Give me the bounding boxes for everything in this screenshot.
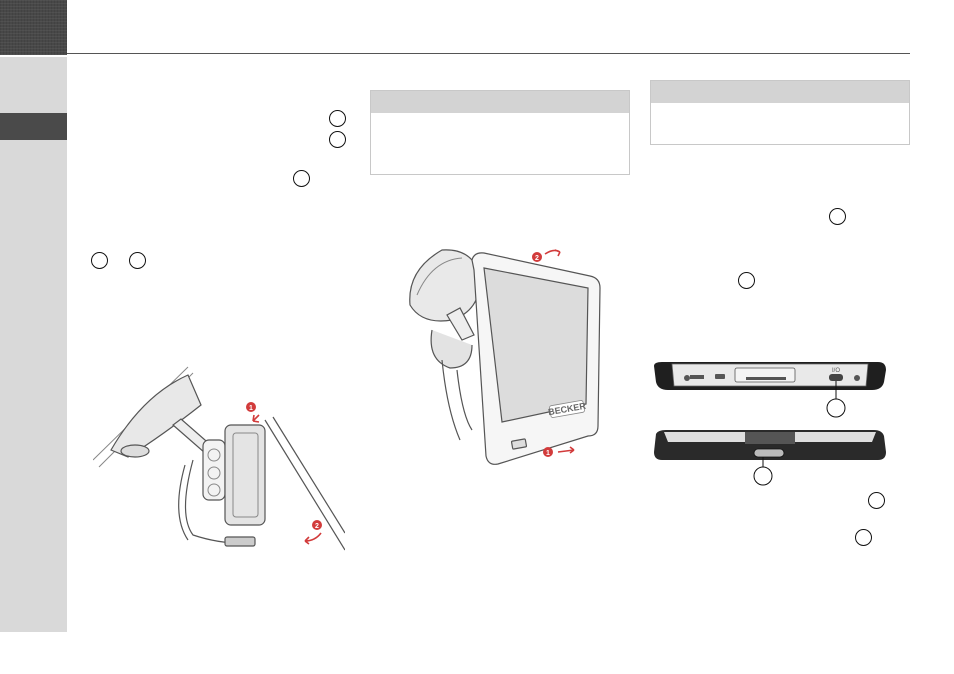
callout-marker [329, 110, 346, 127]
callout-marker [91, 252, 108, 269]
callout-marker [868, 492, 885, 509]
side-tab-active[interactable] [0, 113, 67, 140]
header-divider [67, 53, 910, 54]
cradle-mount-illustration: 1 2 [93, 366, 345, 551]
note-box [650, 80, 910, 145]
svg-text:2: 2 [535, 255, 539, 262]
device-edges-illustration: I/O [654, 362, 886, 486]
io-port-label: I/O [832, 368, 840, 374]
svg-text:1: 1 [546, 450, 550, 457]
svg-text:1: 1 [249, 405, 253, 412]
note-box-header [371, 91, 629, 113]
side-navigation-bar [0, 57, 67, 632]
svg-text:2: 2 [315, 523, 319, 530]
corner-block [0, 0, 67, 55]
callout-marker [293, 170, 310, 187]
note-box-header [651, 81, 909, 103]
callout-marker [738, 272, 755, 289]
callout-marker [855, 529, 872, 546]
note-box [370, 90, 630, 175]
device-attach-illustration: BECKER 1 2 [409, 249, 601, 465]
callout-marker [129, 252, 146, 269]
callout-marker [829, 208, 846, 225]
callout-marker [329, 131, 346, 148]
